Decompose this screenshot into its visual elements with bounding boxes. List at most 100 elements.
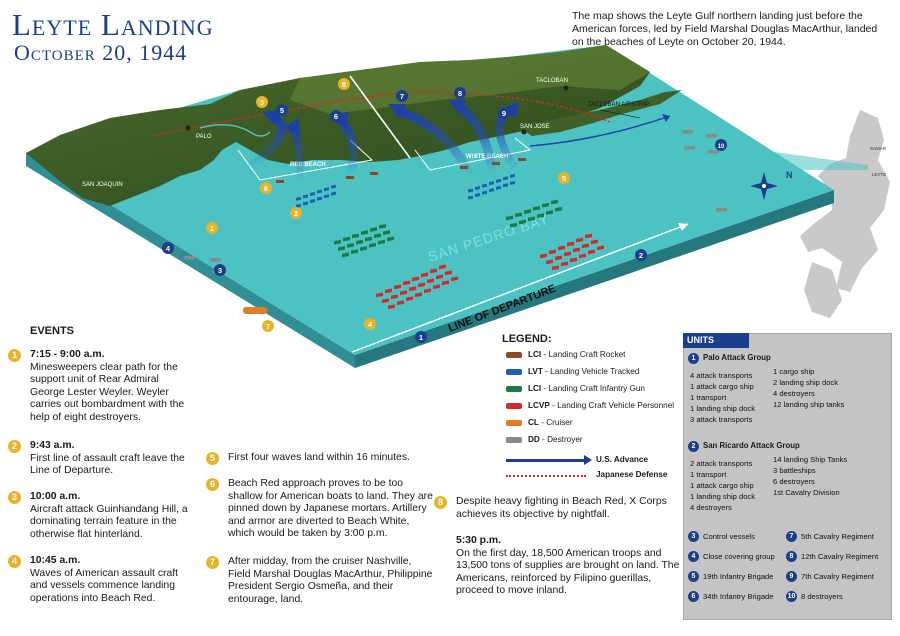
lcvp-craft — [552, 265, 559, 271]
lcvp-craft — [427, 278, 434, 284]
lcvp-craft — [582, 243, 589, 249]
map-marker-label: 1 — [210, 224, 214, 233]
lci-gun-craft — [374, 233, 381, 239]
lcvp-craft — [433, 284, 440, 290]
tacloban-airstrip-label: TACLOBAN AIRSTRIP — [588, 102, 649, 108]
lcvp-craft — [451, 276, 458, 282]
unit-line: 2 attack transports — [690, 459, 753, 468]
unit-group-title: Palo Attack Group — [703, 353, 771, 362]
lcvp-craft — [549, 249, 556, 255]
map-marker — [276, 104, 288, 116]
map-marker-label: 3 — [218, 266, 222, 275]
lci-gun-craft — [356, 239, 363, 245]
unit-line: 4 destroyers — [773, 389, 815, 398]
lci-gun-craft — [506, 215, 513, 221]
event-text: On the first day, 18,500 American troops… — [456, 547, 680, 597]
lcvp-craft — [421, 272, 428, 278]
event-item: 5:30 p.m.On the first day, 18,500 Americ… — [456, 535, 680, 598]
lci-gun-craft — [347, 242, 354, 248]
map-marker-label: 1 — [419, 333, 423, 342]
rocket-craft-icon — [346, 176, 354, 179]
lci-gun-craft — [379, 223, 386, 229]
rocket-craft-icon — [460, 166, 468, 169]
white-beach-outline — [414, 137, 532, 171]
unit-key-label: 8 destroyers — [801, 592, 843, 601]
rocket-craft-icon — [370, 172, 378, 175]
lci-gun-craft — [551, 199, 558, 205]
lvt-craft — [296, 196, 301, 201]
lcvp-craft — [430, 268, 437, 274]
lci-gun-formations — [334, 199, 562, 258]
map-marker — [715, 139, 727, 151]
route-arrow — [529, 115, 671, 147]
lci-gun-craft — [342, 252, 349, 258]
lvt-craft — [482, 190, 487, 195]
leyte-label: LEYTE — [872, 172, 886, 177]
destroyer-icon — [682, 130, 693, 134]
lci-gun-craft — [351, 249, 358, 255]
tacloban-town-dot — [563, 85, 569, 91]
legend-advance-arrow — [506, 459, 586, 462]
unit-number-badge: 5 — [688, 571, 699, 582]
map-marker — [260, 182, 272, 194]
red-beach-label: RED BEACH — [290, 162, 326, 168]
map-marker-label: 5 — [280, 106, 284, 115]
event-text: Beach Red approach proves to be too shal… — [228, 478, 433, 540]
unit-number-badge: 3 — [688, 531, 699, 542]
rocket-craft-icon — [492, 162, 500, 165]
lvt-craft — [489, 181, 494, 186]
unit-group-title: San Ricardo Attack Group — [703, 441, 800, 450]
lvt-craft — [331, 184, 336, 189]
route-arrowhead — [662, 114, 670, 122]
lcvp-craft — [415, 292, 422, 298]
map-marker-label: 6 — [264, 184, 268, 193]
unit-line: 3 battleships — [773, 466, 816, 475]
event-number-badge: 6 — [206, 478, 219, 491]
lcvp-craft — [439, 264, 446, 270]
san-jose-town-dot — [521, 129, 527, 135]
lcvp-craft — [564, 251, 571, 257]
lcvp-craft — [576, 237, 583, 243]
event-number-badge: 1 — [8, 349, 21, 362]
lvt-craft — [496, 185, 501, 190]
map-marker-label: 8 — [458, 89, 462, 98]
page-subtitle: October 20, 1944 — [14, 40, 188, 65]
lci-gun-craft — [515, 212, 522, 218]
event-text: Despite heavy fighting in Beach Red, X C… — [456, 496, 667, 520]
map-marker — [214, 264, 226, 276]
unit-number-badge: 8 — [786, 551, 797, 562]
lcvp-craft — [403, 280, 410, 286]
event-number-badge: 5 — [206, 452, 219, 465]
sea-side-front — [26, 153, 355, 368]
map-marker — [364, 318, 376, 330]
event-item: 6 Beach Red approach proves to be too sha… — [206, 478, 436, 541]
legend-item: LCI - Landing Craft Infantry Gun — [528, 384, 645, 393]
lci-gun-craft — [542, 202, 549, 208]
airstrip-pointer — [599, 109, 641, 119]
lcvp-craft — [385, 288, 392, 294]
map-marker-label: 8 — [342, 80, 346, 89]
land-peninsula — [520, 90, 682, 136]
lvt-craft — [324, 194, 329, 199]
lvt-craft — [475, 186, 480, 191]
lvt-craft — [468, 188, 473, 193]
map-marker-label: 2 — [639, 251, 643, 260]
unit-key-label: 34th Infantry Brigade — [703, 592, 774, 601]
lvt-craft — [489, 188, 494, 193]
lci-gun-craft — [361, 230, 368, 236]
event-time: 5:30 p.m. — [456, 535, 502, 546]
palo-town-dot — [185, 125, 191, 131]
unit-line: 1 cargo ship — [773, 367, 815, 376]
legend-defense-label: Japanese Defense — [596, 470, 668, 479]
unit-key-label: 7th Cavalry Regiment — [801, 572, 875, 581]
unit-line: 1 attack cargo ship — [690, 481, 754, 490]
unit-key-label: Close covering group — [703, 552, 775, 561]
lcvp-craft — [388, 304, 395, 310]
unit-line: 1 landing ship dock — [690, 404, 756, 413]
event-text: Waves of American assault craft and vess… — [30, 567, 179, 604]
map-marker-label: 3 — [260, 98, 264, 107]
